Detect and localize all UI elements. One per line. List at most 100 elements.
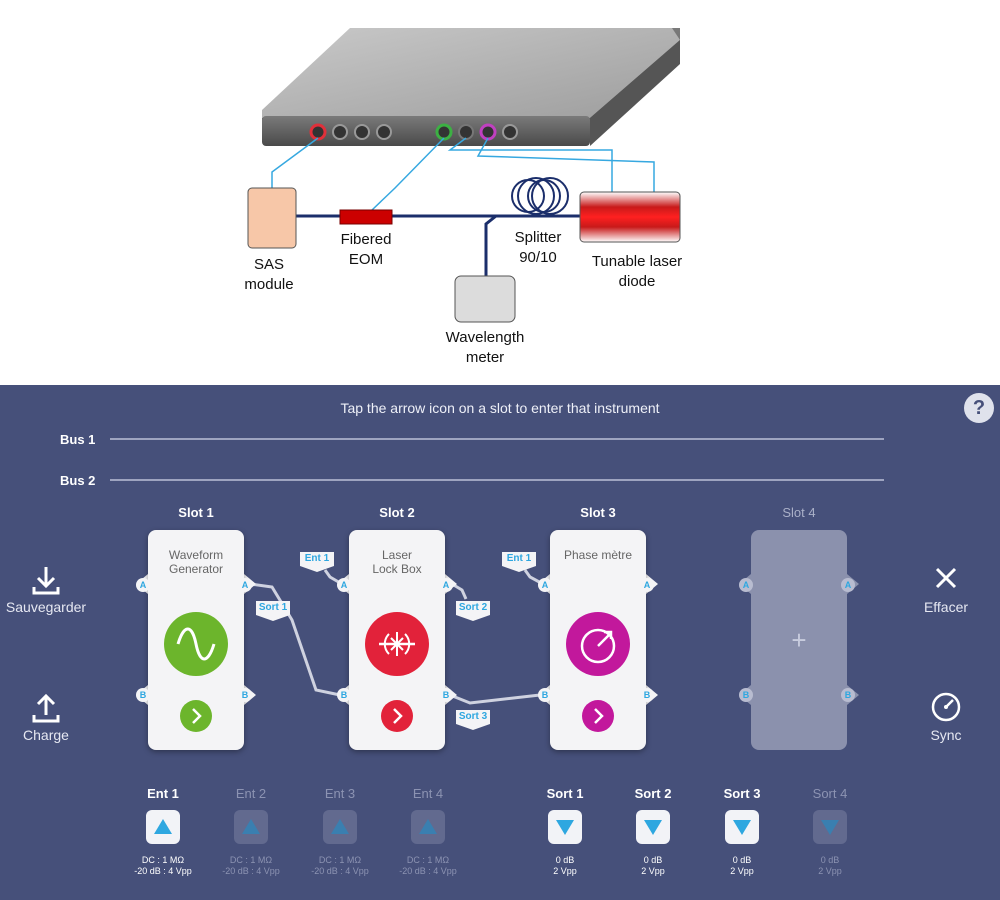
slot-2-instrument-name: Laser Lock Box: [372, 548, 422, 576]
instrument-app: Tap the arrow icon on a slot to enter th…: [0, 385, 1000, 900]
up-triangle-icon: [419, 819, 437, 834]
bus-1-label: Bus 1: [60, 432, 96, 447]
laser-lock-icon[interactable]: [365, 612, 429, 676]
slot-4-port-a-in[interactable]: A: [739, 578, 753, 592]
close-icon: [886, 563, 1000, 599]
slot-3-port-b-in[interactable]: B: [538, 688, 552, 702]
slot-2-card[interactable]: Laser Lock Box: [349, 530, 445, 750]
save-button-label: Sauvegarder: [5, 599, 87, 615]
up-triangle-icon: [331, 819, 349, 834]
label-tunable-laser: Tunable laser diode: [591, 253, 683, 290]
sync-button[interactable]: Sync: [886, 691, 1000, 743]
wavelength-meter: [454, 275, 516, 323]
output-4-button[interactable]: [813, 810, 847, 844]
device-connectors: [309, 123, 518, 141]
sas-module: [247, 187, 297, 249]
down-triangle-icon: [821, 820, 839, 835]
slot-3-card[interactable]: Phase mètre: [550, 530, 646, 750]
save-button[interactable]: Sauvegarder: [0, 563, 106, 615]
output-2-label: Sort 2: [634, 786, 672, 801]
slot-3-instrument-name: Phase mètre: [563, 548, 633, 562]
tag-sort-1[interactable]: Sort 1: [258, 602, 288, 613]
fibered-eom: [339, 209, 393, 225]
tag-sort-2[interactable]: Sort 2: [458, 602, 488, 613]
up-triangle-icon: [154, 819, 172, 834]
splitter-coil: [511, 177, 569, 215]
tag-ent-1-slot-3[interactable]: Ent 1: [506, 553, 532, 564]
tunable-laser-diode: [579, 191, 681, 243]
input-4-spec: DC : 1 MΩ -20 dB : 4 Vpp: [399, 855, 457, 876]
slot-1-title: Slot 1: [178, 505, 214, 520]
add-instrument-plus-icon[interactable]: +: [791, 625, 807, 655]
slot-2-port-a-in[interactable]: A: [337, 578, 351, 592]
instruction-hint: Tap the arrow icon on a slot to enter th…: [340, 400, 660, 416]
load-button-label: Charge: [23, 727, 69, 743]
signal-cables: [271, 137, 655, 211]
label-splitter: Splitter 90/10: [514, 229, 562, 266]
bus-2-label: Bus 2: [60, 473, 96, 488]
output-4-spec: 0 dB 2 Vpp: [818, 855, 842, 876]
input-4-label: Ent 4: [412, 786, 444, 801]
output-3-button[interactable]: [725, 810, 759, 844]
slot-1-port-a-in[interactable]: A: [136, 578, 150, 592]
slot-4-port-b-out[interactable]: B: [841, 688, 855, 702]
output-1-spec: 0 dB 2 Vpp: [553, 855, 577, 876]
sine-wave-icon[interactable]: [164, 612, 228, 676]
input-3-spec: DC : 1 MΩ -20 dB : 4 Vpp: [311, 855, 369, 876]
down-triangle-icon: [556, 820, 574, 835]
label-sas-module: SAS module: [244, 256, 294, 293]
phase-meter-icon[interactable]: [566, 612, 630, 676]
slot-2-port-b-out[interactable]: B: [439, 688, 453, 702]
tag-shapes: [256, 552, 536, 730]
input-2-label: Ent 2: [235, 786, 267, 801]
slot-1-instrument-name: Waveform Generator: [168, 548, 224, 576]
clear-button[interactable]: Effacer: [886, 563, 1000, 615]
download-icon: [0, 563, 106, 599]
tag-sort-3[interactable]: Sort 3: [458, 711, 488, 722]
help-button[interactable]: ?: [964, 393, 994, 423]
slot-4-port-b-in[interactable]: B: [739, 688, 753, 702]
slot-3-port-b-out[interactable]: B: [640, 688, 654, 702]
down-triangle-icon: [644, 820, 662, 835]
down-triangle-icon: [733, 820, 751, 835]
slot-1-card[interactable]: Waveform Generator: [148, 530, 244, 750]
output-2-button[interactable]: [636, 810, 670, 844]
slot-3-title: Slot 3: [580, 505, 616, 520]
load-button[interactable]: Charge: [0, 691, 106, 743]
input-3-button[interactable]: [323, 810, 357, 844]
slot-4-card[interactable]: +: [751, 530, 847, 750]
tag-ent-1-slot-2[interactable]: Ent 1: [304, 553, 330, 564]
setup-diagram-graphic: [247, 28, 681, 323]
output-1-button[interactable]: [548, 810, 582, 844]
slot-1-port-b-in[interactable]: B: [136, 688, 150, 702]
output-2-spec: 0 dB 2 Vpp: [641, 855, 665, 876]
output-4-label: Sort 4: [812, 786, 848, 801]
input-1-label: Ent 1: [147, 786, 179, 801]
input-2-button[interactable]: [234, 810, 268, 844]
input-4-button[interactable]: [411, 810, 445, 844]
slot-2-port-b-in[interactable]: B: [337, 688, 351, 702]
slot-1-port-a-out[interactable]: A: [238, 578, 252, 592]
up-triangle-icon: [242, 819, 260, 834]
slot-3-enter-arrow-icon[interactable]: [582, 700, 614, 732]
slot-4-port-a-out[interactable]: A: [841, 578, 855, 592]
output-3-spec: 0 dB 2 Vpp: [730, 855, 754, 876]
input-2-spec: DC : 1 MΩ -20 dB : 4 Vpp: [222, 855, 280, 876]
slot-1-enter-arrow-icon[interactable]: [180, 700, 212, 732]
sync-button-label: Sync: [930, 727, 962, 743]
slot-4-title: Slot 4: [782, 505, 816, 520]
setup-diagram: SAS module Fibered EOM Splitter 90/10 Tu…: [0, 0, 1000, 385]
clear-button-label: Effacer: [923, 599, 969, 615]
output-1-label: Sort 1: [546, 786, 584, 801]
input-1-spec: DC : 1 MΩ -20 dB : 4 Vpp: [134, 855, 192, 876]
slot-1-port-b-out[interactable]: B: [238, 688, 252, 702]
routing-wires: [249, 569, 544, 705]
output-3-label: Sort 3: [723, 786, 761, 801]
slot-3-port-a-out[interactable]: A: [640, 578, 654, 592]
slot-2-enter-arrow-icon[interactable]: [381, 700, 413, 732]
gauge-icon: [886, 691, 1000, 727]
slot-2-title: Slot 2: [379, 505, 415, 520]
input-1-button[interactable]: [146, 810, 180, 844]
slot-3-port-a-in[interactable]: A: [538, 578, 552, 592]
slot-2-port-a-out[interactable]: A: [439, 578, 453, 592]
